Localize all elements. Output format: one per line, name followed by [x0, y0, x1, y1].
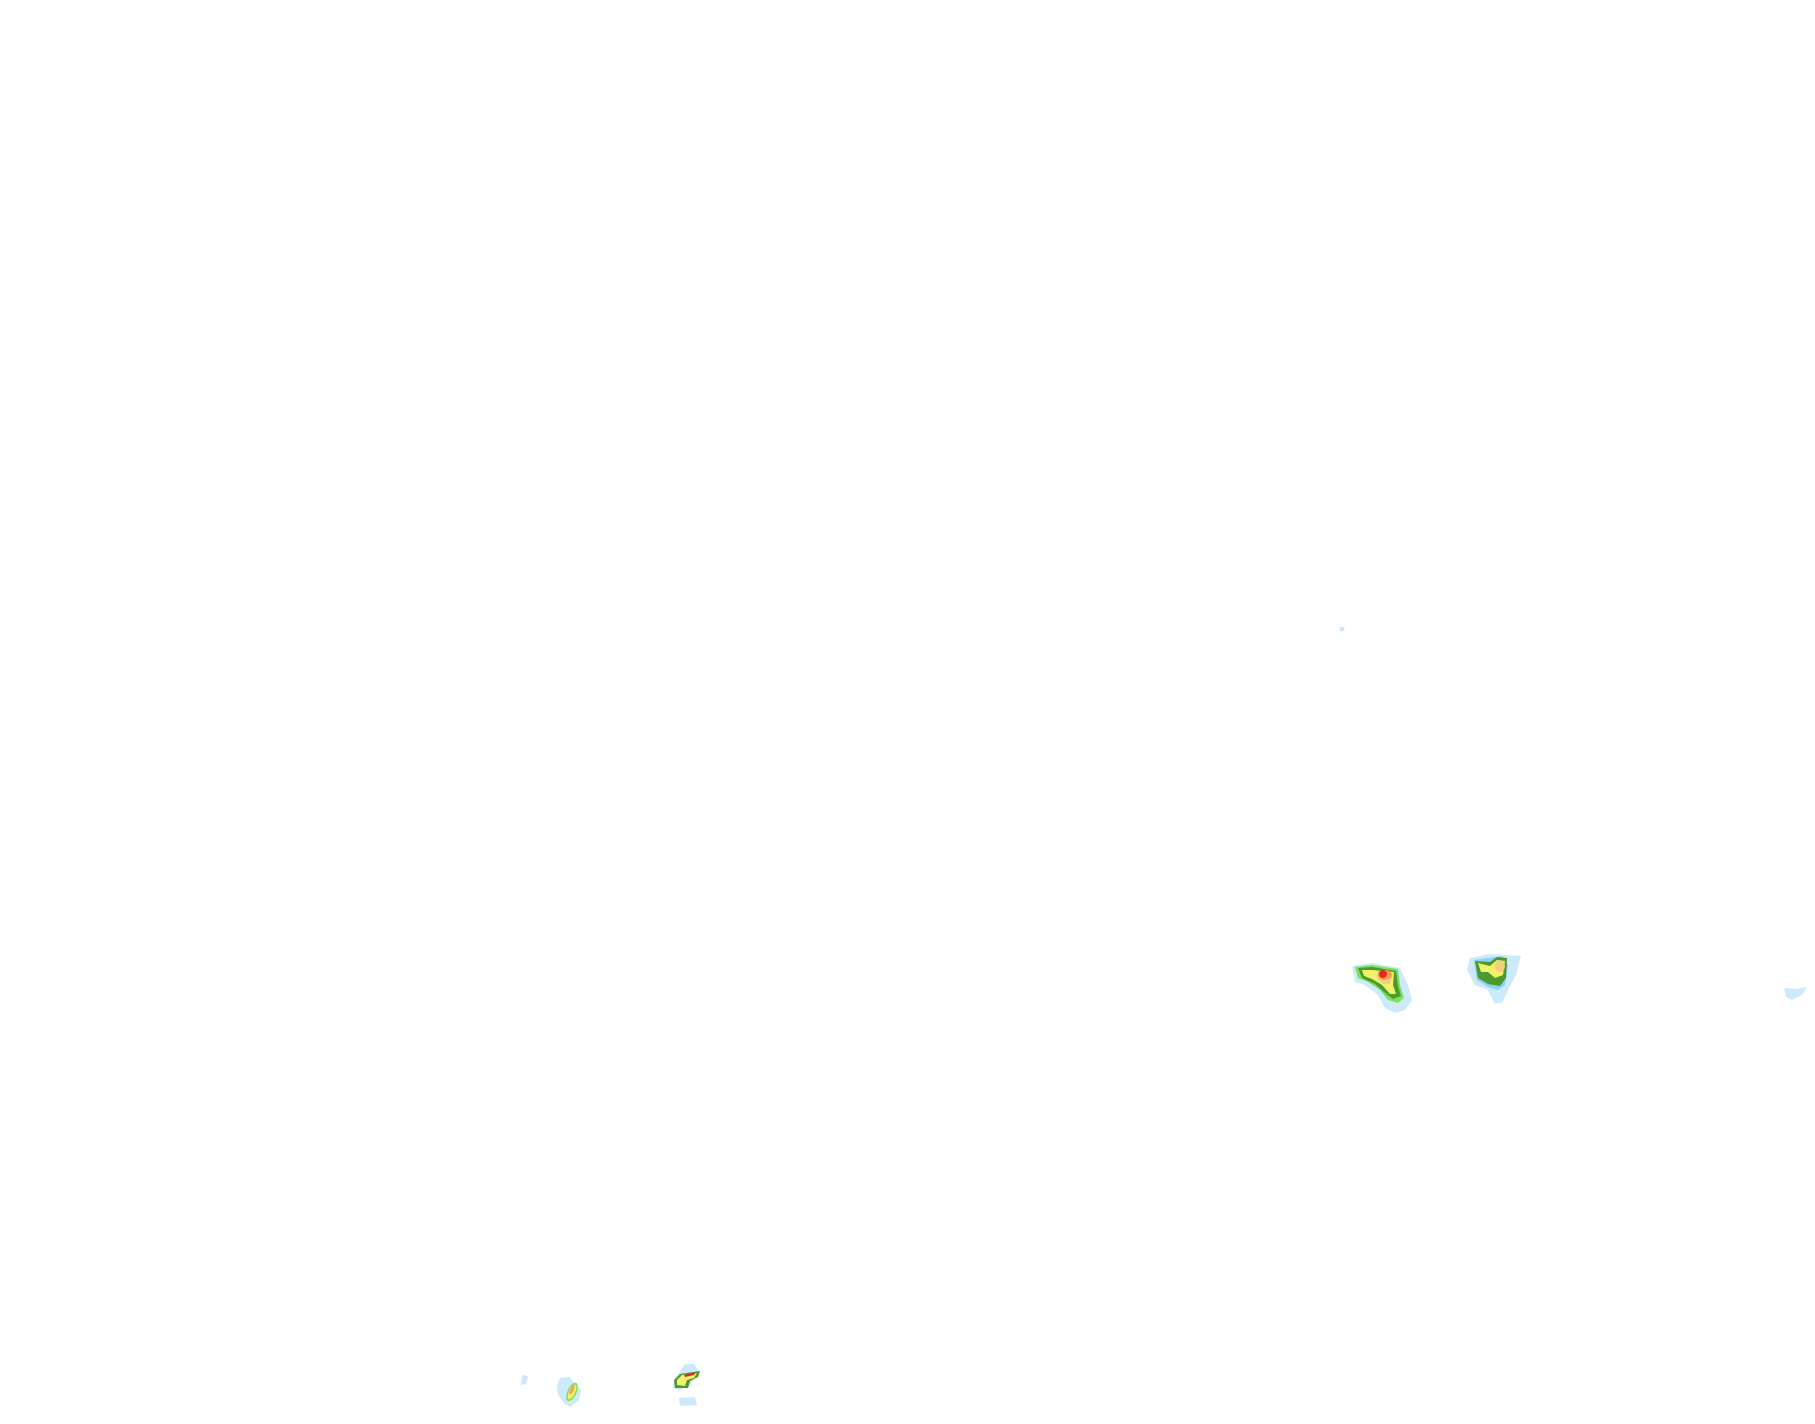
precip-cell-1 [1352, 963, 1412, 1013]
precip-cell-speck [1339, 626, 1345, 632]
precip-cell-2 [1467, 954, 1521, 1003]
precip-cell-6 [673, 1364, 700, 1406]
precip-cell-4 [521, 1375, 528, 1385]
precip-cell-5 [557, 1377, 581, 1407]
precip-cell-3 [1784, 987, 1807, 1000]
